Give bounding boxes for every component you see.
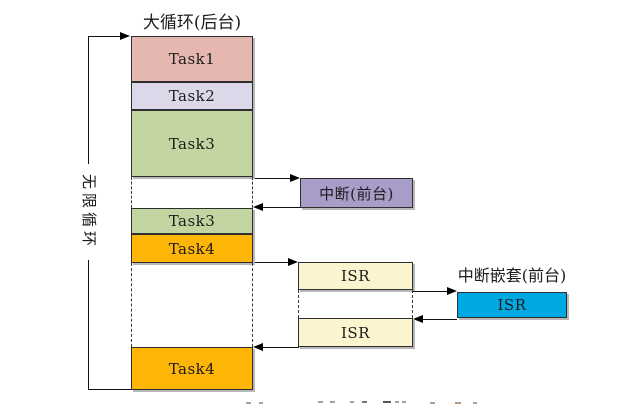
task3-box: Task3 xyxy=(131,110,253,177)
to-nested-isr-line xyxy=(413,291,449,292)
task3-label: Task3 xyxy=(168,134,216,153)
interrupt-label: 中断(前台) xyxy=(319,184,394,203)
to-isr-line xyxy=(255,262,290,263)
isr-suspended-gap xyxy=(298,290,413,318)
task1-box: Task1 xyxy=(131,36,253,82)
loop-bracket-top-line xyxy=(88,36,121,37)
to-isr-arrowhead-icon xyxy=(288,258,298,266)
isr-first-box: ISR xyxy=(298,262,413,290)
isr-first-label: ISR xyxy=(341,267,370,285)
task1-label: Task1 xyxy=(168,50,216,68)
background-loop-title: 大循环(后台) xyxy=(142,13,242,33)
return-from-interrupt-arrowhead-icon xyxy=(253,203,263,211)
task4-label: Task4 xyxy=(168,239,216,258)
task3-resume-label: Task3 xyxy=(168,212,216,230)
task4-resume-box: Task4 xyxy=(131,347,253,390)
to-interrupt-arrowhead-icon xyxy=(290,174,300,182)
return-from-nested-isr-line xyxy=(422,319,457,320)
stack-suspended-gap-1 xyxy=(131,177,253,208)
task3-resume-box: Task3 xyxy=(131,208,253,234)
task2-box: Task2 xyxy=(131,82,253,110)
nested-interrupt-title: 中断嵌套(前台) xyxy=(457,266,567,285)
infinite-loop-label: 无限循环 xyxy=(80,164,98,260)
to-interrupt-line xyxy=(255,178,292,179)
isr-second-label: ISR xyxy=(341,323,370,342)
task4-box: Task4 xyxy=(131,234,253,263)
loop-top-arrowhead-icon xyxy=(120,32,130,40)
task4-resume-label: Task4 xyxy=(168,359,216,378)
return-from-isr-line xyxy=(262,347,299,348)
return-from-isr-arrowhead-icon xyxy=(253,343,263,351)
return-from-interrupt-line xyxy=(262,207,300,208)
to-nested-isr-arrowhead-icon xyxy=(447,287,457,295)
stack-suspended-gap-2 xyxy=(131,263,253,347)
task2-label: Task2 xyxy=(168,87,216,105)
nested-isr-box: ISR xyxy=(457,292,567,318)
nested-isr-label: ISR xyxy=(497,296,527,314)
isr-second-box: ISR xyxy=(298,318,413,347)
return-from-nested-isr-arrowhead-icon xyxy=(413,315,423,323)
loop-bracket-bottom-line xyxy=(88,389,133,390)
interrupt-box: 中断(前台) xyxy=(300,178,413,208)
